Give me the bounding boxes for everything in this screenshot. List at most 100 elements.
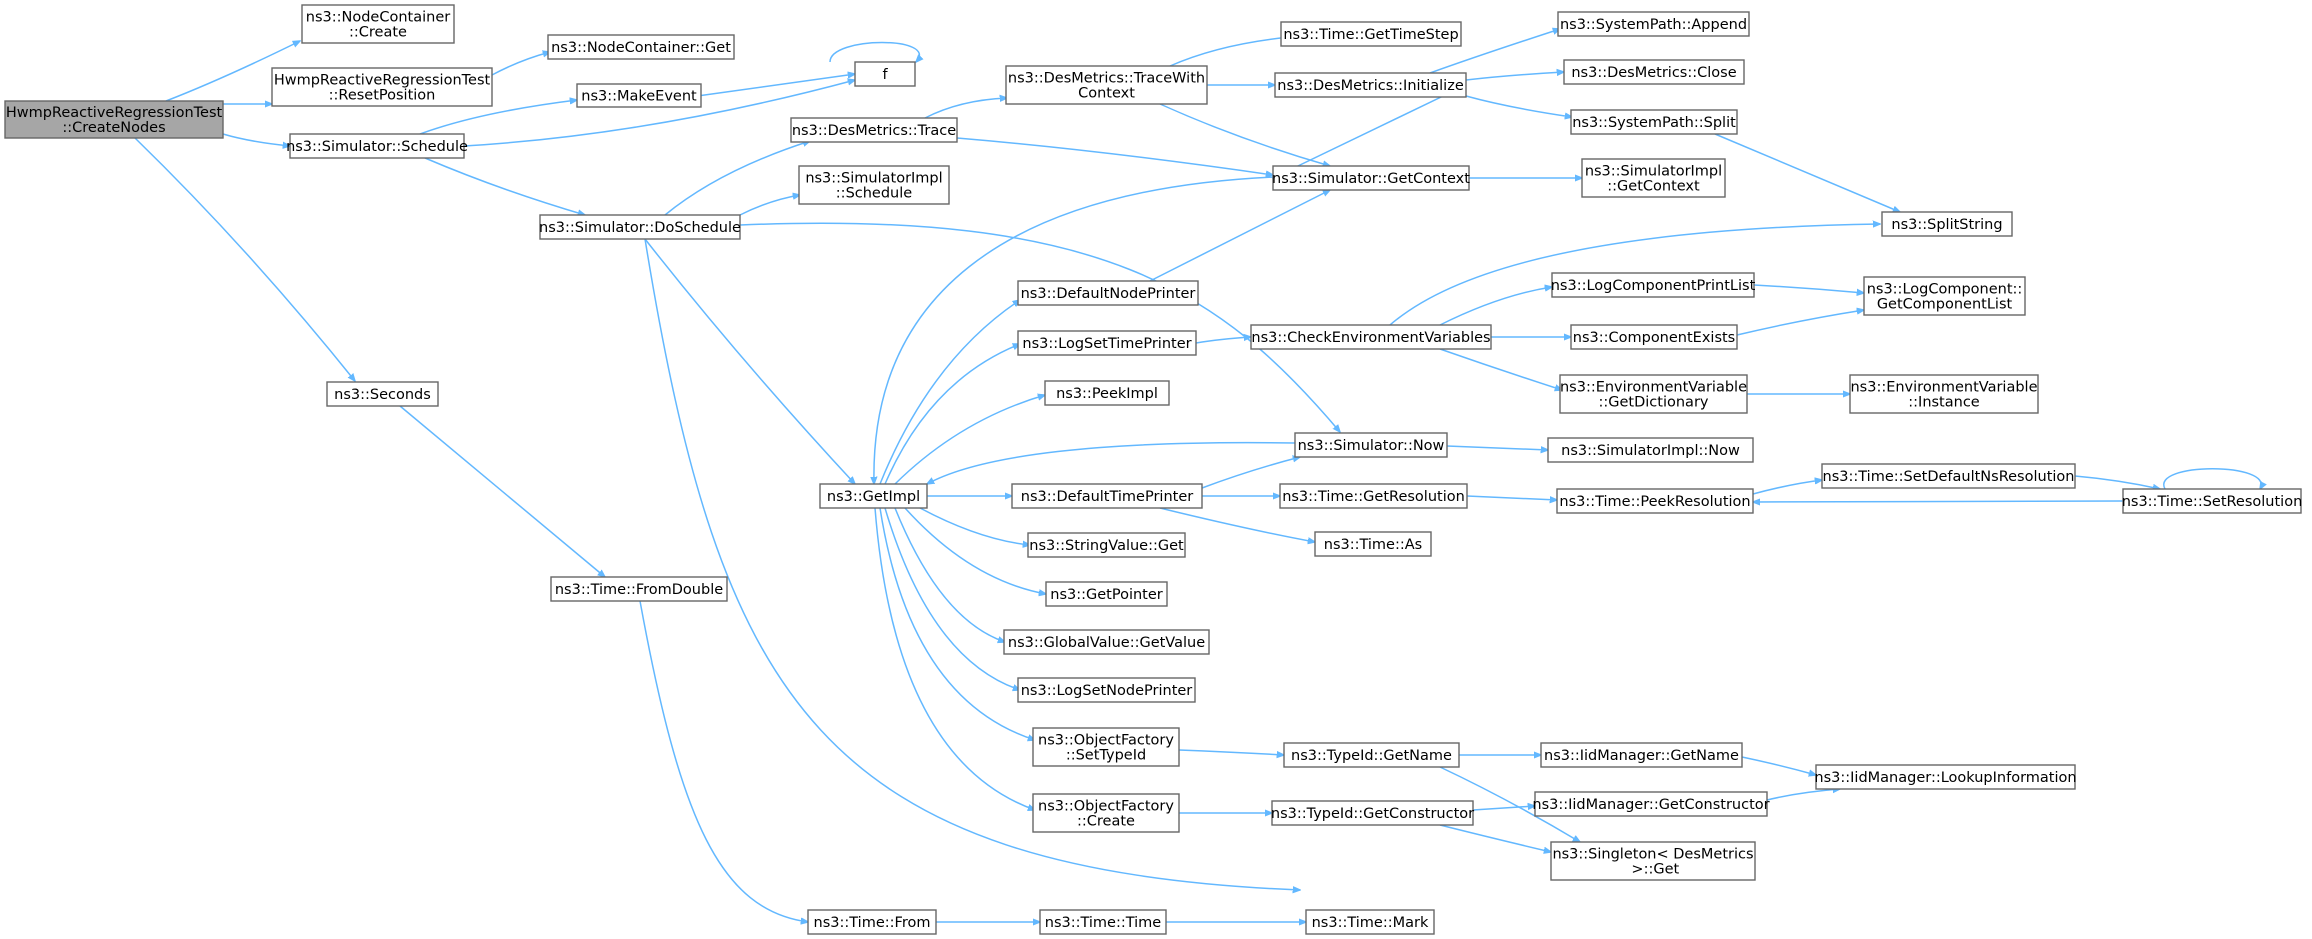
node-box-time-fromdouble xyxy=(550,576,728,602)
node-time-mark[interactable]: ns3::Time::Mark xyxy=(1305,909,1435,935)
node-simimpl-getcontext[interactable]: ns3::SimulatorImpl::GetContext xyxy=(1581,158,1726,198)
node-simimpl-now[interactable]: ns3::SimulatorImpl::Now xyxy=(1547,437,1754,463)
node-nc-get[interactable]: ns3::NodeContainer::Get xyxy=(547,34,735,60)
node-time-setdefaultns[interactable]: ns3::Time::SetDefaultNsResolution xyxy=(1821,463,2076,489)
edge-f-to-f xyxy=(829,41,919,63)
node-label-simimpl-getcontext-line-1: ns3::SimulatorImpl xyxy=(1585,164,1722,180)
node-box-globalvalue-getvalue xyxy=(1003,629,1210,655)
node-check-env[interactable]: ns3::CheckEnvironmentVariables xyxy=(1250,324,1492,350)
node-box-log-comp-get-list xyxy=(1863,276,2026,316)
edge-create-nodes-to-sim-schedule xyxy=(222,133,290,146)
edge-default-time-printer-to-sim-now xyxy=(1201,457,1300,489)
node-box-time-setdefaultns xyxy=(1821,463,2076,489)
node-label-time-peekresolution: ns3::Time::PeekResolution xyxy=(1559,494,1750,510)
node-box-simimpl-getcontext xyxy=(1581,158,1726,198)
node-time-getresolution[interactable]: ns3::Time::GetResolution xyxy=(1279,483,1468,509)
node-box-sim-schedule xyxy=(289,133,465,159)
node-getimpl[interactable]: ns3::GetImpl xyxy=(819,483,928,509)
node-time-time[interactable]: ns3::Time::Time xyxy=(1039,909,1167,935)
node-iid-lookup[interactable]: ns3::IidManager::LookupInformation xyxy=(1814,764,2077,790)
node-f[interactable]: f xyxy=(854,61,916,87)
edge-dm-init-to-sp-split xyxy=(1465,95,1572,117)
edge-getimpl-to-of-settypeid xyxy=(879,507,1035,740)
node-box-env-get-dict xyxy=(1559,374,1748,414)
node-log-set-time-printer[interactable]: ns3::LogSetTimePrinter xyxy=(1017,330,1197,356)
node-dm-init[interactable]: ns3::DesMetrics::Initialize xyxy=(1274,72,1467,98)
node-reset-position[interactable]: HwmpReactiveRegressionTest::ResetPositio… xyxy=(271,67,493,107)
edge-dm-trace-to-sim-getcontext xyxy=(956,137,1273,175)
node-typeid-getname[interactable]: ns3::TypeId::GetName xyxy=(1283,742,1460,768)
node-default-node-printer[interactable]: ns3::DefaultNodePrinter xyxy=(1017,280,1199,306)
node-box-env-instance xyxy=(1849,374,2039,414)
node-label-default-time-printer: ns3::DefaultTimePrinter xyxy=(1021,489,1193,505)
node-label-nc-create-line-1: ns3::NodeContainer xyxy=(306,10,450,26)
node-globalvalue-getvalue[interactable]: ns3::GlobalValue::GetValue xyxy=(1003,629,1210,655)
node-label-sim-schedule: ns3::Simulator::Schedule xyxy=(286,139,468,155)
node-label-env-instance-line-2: ::Instance xyxy=(1908,395,1980,411)
edge-check-env-to-env-get-dict xyxy=(1439,348,1562,390)
node-label-reset-position-line-1: HwmpReactiveRegressionTest xyxy=(274,73,491,89)
node-env-get-dict[interactable]: ns3::EnvironmentVariable::GetDictionary xyxy=(1559,374,1748,414)
node-label-log-set-time-printer: ns3::LogSetTimePrinter xyxy=(1022,336,1191,352)
node-log-comp-get-list[interactable]: ns3::LogComponent::GetComponentList xyxy=(1863,276,2026,316)
node-box-make-event xyxy=(576,83,702,108)
node-label-simimpl-schedule-line-2: ::Schedule xyxy=(836,186,912,202)
node-dm-close[interactable]: ns3::DesMetrics::Close xyxy=(1563,59,1745,85)
node-log-set-node-printer[interactable]: ns3::LogSetNodePrinter xyxy=(1017,677,1196,703)
node-label-sp-append: ns3::SystemPath::Append xyxy=(1560,17,1747,33)
node-label-time-as: ns3::Time::As xyxy=(1324,537,1422,553)
node-box-sim-now xyxy=(1294,432,1448,458)
node-box-create-nodes xyxy=(4,100,224,139)
node-log-comp-print-list[interactable]: ns3::LogComponentPrintList xyxy=(1551,272,1756,298)
node-create-nodes[interactable]: HwmpReactiveRegressionTest::CreateNodes xyxy=(4,100,224,139)
node-label-env-get-dict-line-2: ::GetDictionary xyxy=(1599,395,1709,411)
node-label-of-create-line-2: ::Create xyxy=(1077,814,1135,830)
node-getpointer[interactable]: ns3::GetPointer xyxy=(1045,581,1168,607)
node-time-setresolution[interactable]: ns3::Time::SetResolution xyxy=(2122,488,2303,514)
node-label-sim-now: ns3::Simulator::Now xyxy=(1298,438,1445,454)
node-peekimpl[interactable]: ns3::PeekImpl xyxy=(1044,380,1170,406)
node-time-fromdouble[interactable]: ns3::Time::FromDouble xyxy=(550,576,728,602)
node-label-log-comp-get-list-line-2: GetComponentList xyxy=(1877,297,2013,313)
node-box-iid-getname xyxy=(1540,742,1743,768)
node-label-env-get-dict-line-1: ns3::EnvironmentVariable xyxy=(1560,380,1747,396)
node-splitstring[interactable]: ns3::SplitString xyxy=(1881,211,2013,237)
node-env-instance[interactable]: ns3::EnvironmentVariable::Instance xyxy=(1849,374,2039,414)
node-time-peekresolution[interactable]: ns3::Time::PeekResolution xyxy=(1556,488,1754,514)
node-dm-trace[interactable]: ns3::DesMetrics::Trace xyxy=(790,117,958,143)
node-label-log-comp-get-list-line-1: ns3::LogComponent:: xyxy=(1867,282,2023,298)
node-iid-getname[interactable]: ns3::IidManager::GetName xyxy=(1540,742,1743,768)
node-default-time-printer[interactable]: ns3::DefaultTimePrinter xyxy=(1011,483,1203,509)
node-label-singleton-get-line-1: ns3::Singleton< DesMetrics xyxy=(1552,847,1753,863)
node-make-event[interactable]: ns3::MakeEvent xyxy=(576,83,702,108)
edge-sim-now-to-getimpl xyxy=(927,441,1296,484)
node-nc-create[interactable]: ns3::NodeContainer::Create xyxy=(301,4,455,44)
node-stringvalue-get[interactable]: ns3::StringValue::Get xyxy=(1027,532,1186,558)
node-box-sim-getcontext xyxy=(1272,165,1470,191)
node-sp-split[interactable]: ns3::SystemPath::Split xyxy=(1570,109,1738,135)
node-time-as[interactable]: ns3::Time::As xyxy=(1314,531,1432,557)
node-sp-append[interactable]: ns3::SystemPath::Append xyxy=(1557,11,1750,37)
node-time-from[interactable]: ns3::Time::From xyxy=(807,909,937,935)
node-sim-now[interactable]: ns3::Simulator::Now xyxy=(1294,432,1448,458)
node-sim-doschedule[interactable]: ns3::Simulator::DoSchedule xyxy=(539,214,741,240)
edge-sim-now-to-simimpl-now xyxy=(1446,445,1548,450)
node-time-gettimestep[interactable]: ns3::Time::GetTimeStep xyxy=(1280,21,1462,47)
node-component-exists[interactable]: ns3::ComponentExists xyxy=(1570,324,1738,350)
node-singleton-get[interactable]: ns3::Singleton< DesMetrics >::Get xyxy=(1550,841,1756,881)
node-seconds[interactable]: ns3::Seconds xyxy=(326,381,439,407)
node-sim-getcontext[interactable]: ns3::Simulator::GetContext xyxy=(1272,165,1470,191)
node-label-time-from: ns3::Time::From xyxy=(814,915,931,931)
edge-getimpl-to-of-create xyxy=(874,507,1035,810)
node-box-log-set-node-printer xyxy=(1017,677,1196,703)
node-sim-schedule[interactable]: ns3::Simulator::Schedule xyxy=(286,133,468,159)
node-of-settypeid[interactable]: ns3::ObjectFactory::SetTypeId xyxy=(1032,727,1180,767)
node-iid-getconstructor[interactable]: ns3::IidManager::GetConstructor xyxy=(1532,791,1770,817)
node-simimpl-schedule[interactable]: ns3::SimulatorImpl::Schedule xyxy=(798,165,950,205)
node-of-create[interactable]: ns3::ObjectFactory::Create xyxy=(1032,793,1180,833)
edge-sim-schedule-to-f xyxy=(463,80,855,147)
node-typeid-getconstructor[interactable]: ns3::TypeId::GetConstructor xyxy=(1271,800,1474,826)
node-box-log-comp-print-list xyxy=(1551,272,1755,298)
